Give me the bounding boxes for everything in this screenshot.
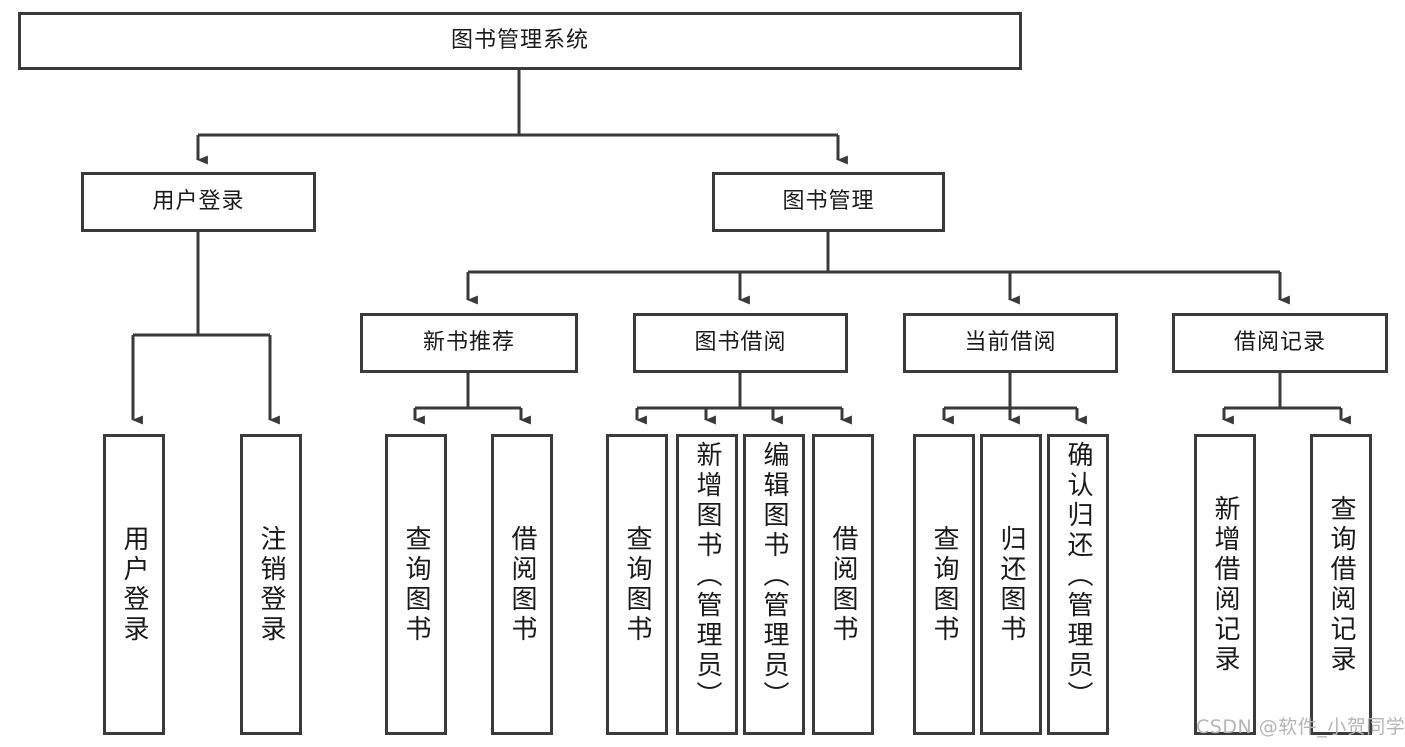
- leaf-query-borrow-record[interactable]: 查询借阅记录: [1310, 434, 1372, 735]
- leaf-logout[interactable]: 注销登录: [240, 434, 302, 735]
- leaf-confirm-return-admin[interactable]: 确认归还（管理员）: [1047, 434, 1109, 735]
- leaf-label: 用户登录: [119, 524, 149, 645]
- leaf-label: 查询图书: [622, 524, 652, 645]
- node-label: 当前借阅: [964, 330, 1057, 355]
- node-label: 用户登录: [152, 189, 245, 214]
- leaf-label: 编辑图书（管理员）: [759, 441, 789, 711]
- leaf-label: 新增图书（管理员）: [692, 441, 722, 711]
- node-current-borrow[interactable]: 当前借阅: [903, 313, 1118, 373]
- leaf-query-book-borrow[interactable]: 查询图书: [606, 434, 668, 735]
- node-root-system[interactable]: 图书管理系统: [18, 12, 1022, 70]
- node-label: 图书管理系统: [450, 28, 589, 53]
- leaf-borrow-book-recommend[interactable]: 借阅图书: [491, 434, 553, 735]
- leaf-label: 借阅图书: [828, 524, 858, 645]
- leaf-user-login[interactable]: 用户登录: [103, 434, 165, 735]
- leaf-label: 借阅图书: [507, 524, 537, 645]
- node-label: 借阅记录: [1233, 330, 1326, 355]
- node-user-login[interactable]: 用户登录: [81, 172, 316, 232]
- leaf-return-book[interactable]: 归还图书: [980, 434, 1042, 735]
- leaf-label: 归还图书: [996, 524, 1026, 645]
- node-label: 图书借阅: [694, 330, 787, 355]
- leaf-label: 新增借阅记录: [1210, 494, 1240, 675]
- leaf-add-borrow-record[interactable]: 新增借阅记录: [1194, 434, 1256, 735]
- leaf-label: 查询图书: [401, 524, 431, 645]
- leaf-label: 查询图书: [929, 524, 959, 645]
- node-label: 图书管理: [782, 189, 875, 214]
- node-borrow-record[interactable]: 借阅记录: [1172, 313, 1388, 373]
- leaf-label: 注销登录: [256, 524, 286, 645]
- node-label: 新书推荐: [422, 330, 515, 355]
- leaf-query-book-recommend[interactable]: 查询图书: [385, 434, 447, 735]
- node-new-book-recommend[interactable]: 新书推荐: [360, 313, 578, 373]
- leaf-add-book-admin[interactable]: 新增图书（管理员）: [676, 434, 738, 735]
- node-book-management[interactable]: 图书管理: [712, 172, 945, 232]
- leaf-edit-book-admin[interactable]: 编辑图书（管理员）: [743, 434, 805, 735]
- watermark: CSDN @软件_小贺同学: [1196, 716, 1405, 738]
- leaf-borrow-book[interactable]: 借阅图书: [812, 434, 874, 735]
- leaf-label: 查询借阅记录: [1326, 494, 1356, 675]
- leaf-query-book-current[interactable]: 查询图书: [913, 434, 975, 735]
- leaf-label: 确认归还（管理员）: [1063, 441, 1093, 711]
- node-book-borrow[interactable]: 图书借阅: [633, 313, 848, 373]
